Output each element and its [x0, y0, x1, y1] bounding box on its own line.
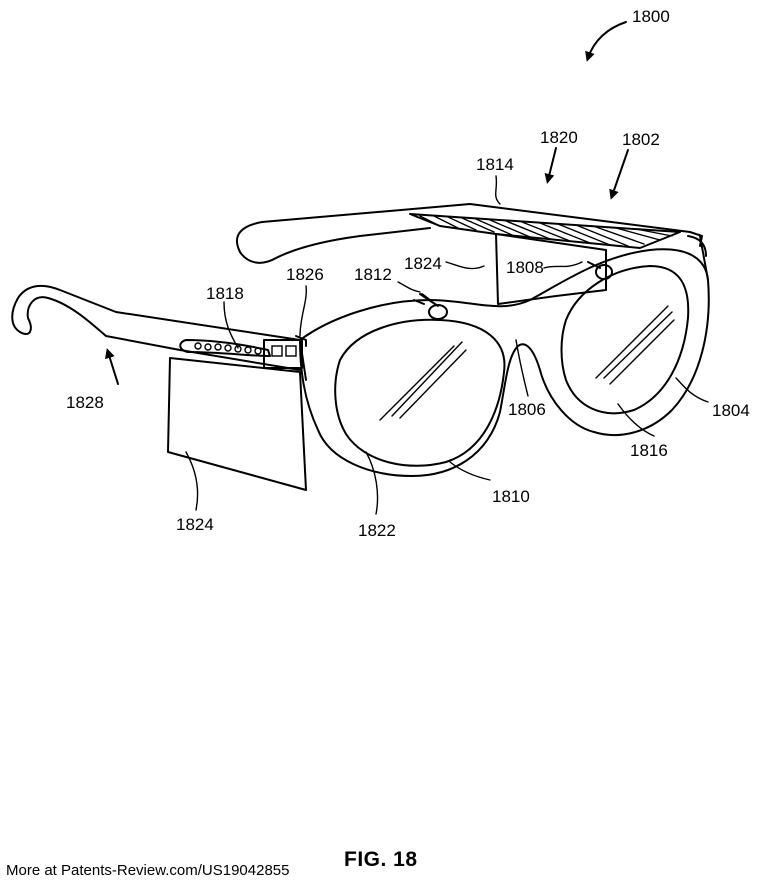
front-frame — [299, 235, 710, 477]
ref-1824-top: 1824 — [404, 254, 442, 273]
ref-1808: 1808 — [506, 258, 544, 277]
figure-caption: FIG. 18 — [344, 848, 418, 871]
far-display-strip — [409, 213, 681, 249]
ref-1804: 1804 — [712, 401, 750, 420]
ref-1806: 1806 — [508, 400, 546, 419]
ref-1824-bottom: 1824 — [176, 515, 214, 534]
far-display-panel — [495, 233, 607, 305]
ref-1810: 1810 — [492, 487, 530, 506]
ref-1812: 1812 — [354, 265, 392, 284]
front-sensors — [413, 261, 613, 320]
source-note: More at Patents-Review.com/US19042855 — [6, 862, 290, 879]
near-display-panel — [167, 357, 307, 491]
ref-1826: 1826 — [286, 265, 324, 284]
left-lens — [334, 318, 506, 467]
ref-1818: 1818 — [206, 284, 244, 303]
reference-numerals: 1800 1802 1820 1814 1824 1808 1812 1826 … — [66, 7, 750, 540]
ref-1828: 1828 — [66, 393, 104, 412]
right-lens — [560, 265, 690, 415]
ref-1800: 1800 — [632, 7, 670, 26]
near-temple-arm — [11, 284, 307, 381]
leader-lines — [105, 21, 709, 515]
ref-1814: 1814 — [476, 155, 514, 174]
ref-1802: 1802 — [622, 130, 660, 149]
ref-1820: 1820 — [540, 128, 578, 147]
hinge-module — [179, 335, 307, 369]
ref-1822: 1822 — [358, 521, 396, 540]
ref-1816: 1816 — [630, 441, 668, 460]
